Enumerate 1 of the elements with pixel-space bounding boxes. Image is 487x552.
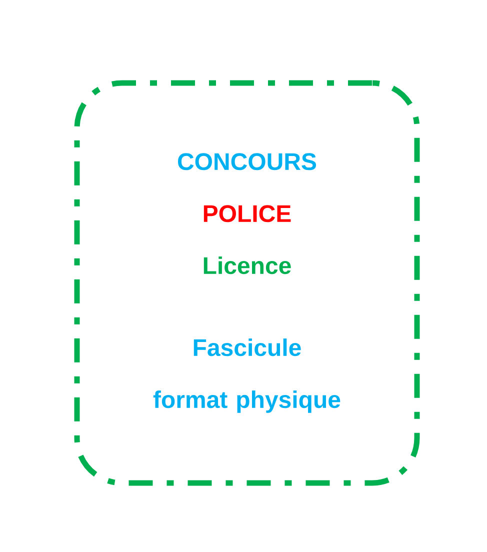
dash-dot-frame: CONCOURS POLICE Licence Fascicule format physique xyxy=(74,80,420,486)
